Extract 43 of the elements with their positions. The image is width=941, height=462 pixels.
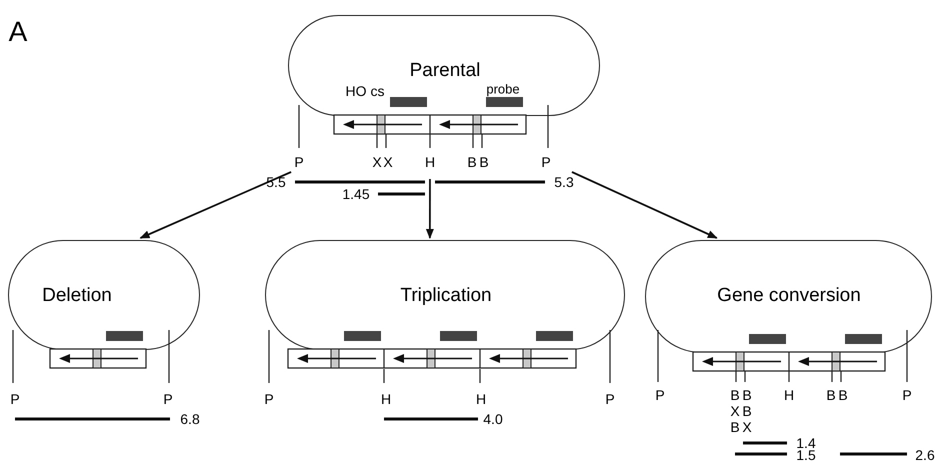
restriction-site-label: H bbox=[424, 155, 436, 169]
fragment-size: 6.8 bbox=[180, 412, 200, 426]
restriction-site-label: B bbox=[742, 388, 752, 402]
restriction-site-label: P bbox=[655, 388, 665, 402]
restriction-site-label: P bbox=[902, 388, 912, 402]
site-label: HO cs bbox=[346, 84, 384, 98]
restriction-site-label: H bbox=[380, 392, 392, 406]
restriction-site-label: B bbox=[742, 404, 752, 418]
restriction-site-label: P bbox=[10, 392, 20, 406]
restriction-site-label: B bbox=[838, 388, 848, 402]
panel-letter: A bbox=[8, 18, 28, 46]
panel-title: Deletion bbox=[42, 285, 112, 307]
restriction-site-label: B bbox=[467, 155, 477, 169]
probe-label: probe bbox=[486, 82, 520, 96]
restriction-site-label: P bbox=[264, 392, 274, 406]
fragment-size: 5.3 bbox=[554, 175, 574, 189]
restriction-site-label: P bbox=[605, 392, 615, 406]
restriction-site-label: B bbox=[730, 420, 740, 434]
restriction-site-label: H bbox=[784, 388, 794, 402]
restriction-site-label: X bbox=[372, 155, 382, 169]
restriction-site-label: H bbox=[476, 392, 486, 406]
restriction-site-label: P bbox=[294, 155, 304, 169]
chromosome-outline bbox=[265, 240, 625, 350]
restriction-site-label: B bbox=[479, 155, 489, 169]
restriction-site-label: X bbox=[742, 420, 752, 434]
arrow bbox=[140, 171, 292, 239]
arrow bbox=[572, 171, 718, 239]
restriction-site-label: X bbox=[383, 155, 393, 169]
restriction-site-label: B bbox=[730, 388, 740, 402]
restriction-site-label: P bbox=[541, 155, 551, 169]
fragment-size: 5.5 bbox=[266, 175, 286, 189]
panel-title: Parental bbox=[410, 60, 480, 82]
fragment-size: 4.0 bbox=[483, 412, 503, 426]
fragment-size: 1.4 bbox=[796, 436, 816, 450]
panel-title: Gene conversion bbox=[717, 285, 861, 307]
fragment-size: 2.6 bbox=[915, 448, 935, 462]
arrow bbox=[426, 179, 434, 239]
fragment-size: 1.45 bbox=[342, 187, 370, 201]
restriction-site-label: X bbox=[730, 404, 740, 418]
restriction-site-label: B bbox=[826, 388, 836, 402]
restriction-site-label: P bbox=[163, 392, 173, 406]
fragment-size: 1.5 bbox=[796, 448, 816, 462]
panel-title: Triplication bbox=[400, 285, 492, 307]
